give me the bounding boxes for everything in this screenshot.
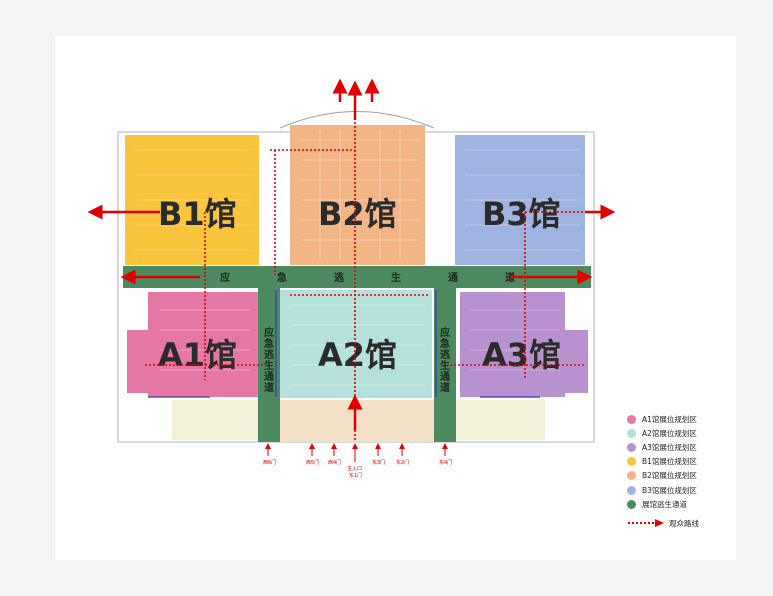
booth-grid (135, 130, 580, 386)
gate-label: 东3门 (372, 459, 385, 466)
corridor-v-right-char: 道 (440, 381, 450, 394)
corridor-v-right-char: 生 (440, 359, 450, 372)
legend-item: B2馆展位规划区 (627, 469, 747, 483)
hall-a3-area (460, 292, 565, 397)
entry-gate-arrows (265, 443, 448, 462)
legend-dot-icon (627, 442, 636, 452)
legend: A1馆展位规划区 A2馆展位规划区 A3馆展位规划区 B1馆展位规划区 B2馆展… (627, 412, 747, 531)
gate-label: 东1门 (349, 472, 362, 479)
blue-walls (148, 290, 540, 398)
legend-dot-icon (627, 471, 636, 481)
hall-a1-area (148, 292, 258, 397)
legend-dot-icon (627, 485, 636, 495)
hall-b2-label: B2馆 (318, 195, 397, 233)
legend-label: A1馆展位规划区 (642, 414, 697, 424)
legend-dot-icon (627, 457, 636, 467)
gate-label: 主入口 (347, 465, 362, 472)
hall-b1-label: B1馆 (158, 195, 237, 233)
hall-a3-ext (560, 330, 588, 393)
corridor-h-char: 生 (391, 271, 401, 284)
gate-label: 西4门 (328, 459, 341, 466)
exit-arrows (87, 78, 616, 430)
corridor-vertical-left (258, 288, 280, 442)
corridor-horizontal (123, 266, 591, 288)
hall-b2-roof (279, 111, 435, 129)
corridor-h-char: 应 (220, 271, 230, 284)
legend-dot-icon (627, 428, 636, 438)
corridor-v-left-char: 生 (264, 359, 274, 372)
hall-a2-label: A2馆 (318, 336, 397, 374)
hall-a1-label: A1馆 (158, 336, 237, 374)
corridor-v-left-char: 通 (264, 371, 274, 383)
legend-label: B1馆展位规划区 (642, 457, 697, 467)
gate-label: 东4门 (439, 459, 452, 466)
legend-route-label: 观众路线 (669, 518, 699, 528)
gate-label: 西5门 (306, 459, 319, 466)
corridor-h-char: 急 (277, 271, 287, 284)
gate-label: 东2门 (396, 459, 409, 466)
legend-item: A1馆展位规划区 (627, 412, 747, 426)
legend-label: B2馆展位规划区 (642, 471, 697, 481)
corridor-h-char: 逃 (334, 271, 345, 284)
legend-label: A2馆展位规划区 (642, 428, 697, 438)
legend-item: B1馆展位规划区 (627, 455, 747, 469)
corridor-h-char: 通 (448, 272, 458, 284)
visitor-route-dotted (145, 120, 590, 440)
legend-item: 展馆逃生通道 (627, 497, 747, 511)
legend-item: A3馆展位规划区 (627, 440, 747, 454)
service-strip-right (455, 400, 545, 440)
route-arrow-icon (628, 519, 664, 528)
legend-item: B3馆展位规划区 (627, 483, 747, 497)
hall-a3-label: A3馆 (482, 336, 561, 374)
corridor-v-left-char: 逃 (264, 348, 275, 361)
legend-label: A3馆展位规划区 (642, 442, 697, 452)
hall-b3-label: B3馆 (482, 195, 561, 233)
hall-a1-ext (127, 330, 157, 393)
corridor-v-left-char: 急 (264, 337, 274, 350)
legend-route-item: 观众路线 (627, 515, 747, 531)
hall-a2-area (280, 290, 432, 398)
corridor-v-left-char: 应 (264, 326, 274, 339)
corridor-v-right-char: 急 (440, 337, 450, 350)
legend-item: A2馆展位规划区 (627, 426, 747, 440)
gate-label: 西6门 (263, 459, 276, 466)
corridor-vertical-right (434, 288, 456, 442)
legend-label: 展馆逃生通道 (642, 499, 687, 509)
legend-dot-icon (627, 414, 636, 424)
corridor-v-left-char: 道 (264, 381, 274, 394)
hall-b2-area (290, 125, 425, 265)
corridor-v-right-char: 应 (440, 326, 450, 339)
legend-label: B3馆展位规划区 (642, 485, 697, 495)
corridor-v-right-char: 逃 (440, 348, 451, 361)
legend-dot-icon (627, 499, 636, 509)
corridor-v-right-char: 通 (440, 371, 450, 383)
service-strip-left (172, 400, 260, 440)
